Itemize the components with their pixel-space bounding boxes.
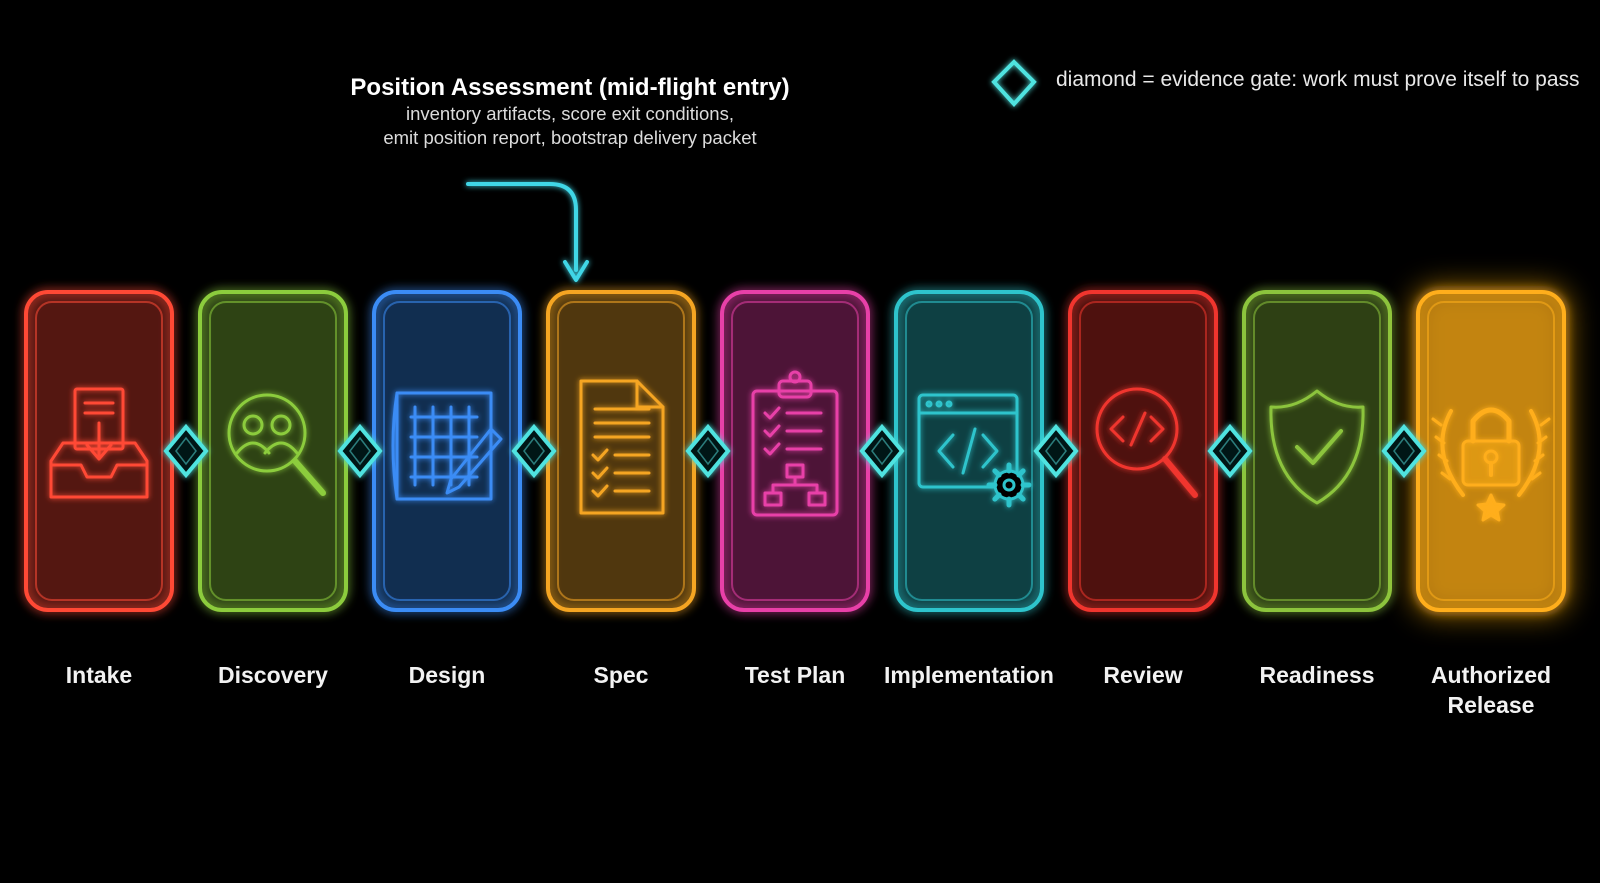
evidence-gate-diamond-icon [337, 423, 383, 479]
stage-label-readiness: Readiness [1259, 662, 1375, 688]
stage-label-review: Review [1103, 662, 1183, 688]
legend-diamond-icon [991, 59, 1037, 107]
stage-label-intake: Intake [65, 662, 133, 688]
stage-card-readiness [1242, 290, 1392, 612]
position-assessment-line-2: emit position report, bootstrap delivery… [383, 127, 757, 148]
blueprint-pencil-icon [391, 391, 503, 501]
position-assessment-line-1: inventory artifacts, score exit conditio… [405, 103, 734, 124]
stage-card-implementation [894, 290, 1044, 612]
stage-label-design: Design [408, 662, 486, 688]
position-assessment-title: Position Assessment (mid-flight entry) [350, 74, 790, 101]
position-assessment-note: Position Assessment (mid-flight entry) i… [300, 74, 840, 150]
padlock-laurel-icon [1431, 407, 1551, 522]
stage-label-implementation: Implementation [884, 662, 1054, 688]
evidence-gate-diamond-icon [1207, 423, 1253, 479]
stage-card-discovery [198, 290, 348, 612]
stage-label-spec: Spec [593, 662, 649, 688]
stage-card-intake [24, 290, 174, 612]
legend-text: diamond = evidence gate: work must prove… [1056, 68, 1580, 91]
stage-label-discovery: Discovery [218, 662, 328, 688]
clipboard-flow-icon [751, 370, 839, 517]
evidence-gate-diamond-icon [859, 423, 905, 479]
evidence-gate-diamond-icon [1033, 423, 1079, 479]
evidence-gate-diamond-icon [685, 423, 731, 479]
inbox-tray-icon [49, 387, 149, 499]
stage-card-design [372, 290, 522, 612]
code-magnifier-icon [1095, 387, 1198, 498]
evidence-gate-diamond-icon [1381, 423, 1427, 479]
shield-check-icon [1269, 389, 1365, 505]
stage-card-test-plan [720, 290, 870, 612]
evidence-gate-diamond-icon [511, 423, 557, 479]
evidence-gate-diamond-icon [163, 423, 209, 479]
stage-card-spec [546, 290, 696, 612]
stage-label-test-plan: Test Plan [744, 662, 846, 688]
code-window-gear-icon [917, 393, 1032, 508]
entry-arrow [466, 182, 589, 282]
stage-card-authorized-release [1412, 286, 1570, 616]
magnify-people-icon [227, 393, 326, 496]
document-checklist-icon [579, 379, 665, 515]
stage-card-review [1068, 290, 1218, 612]
